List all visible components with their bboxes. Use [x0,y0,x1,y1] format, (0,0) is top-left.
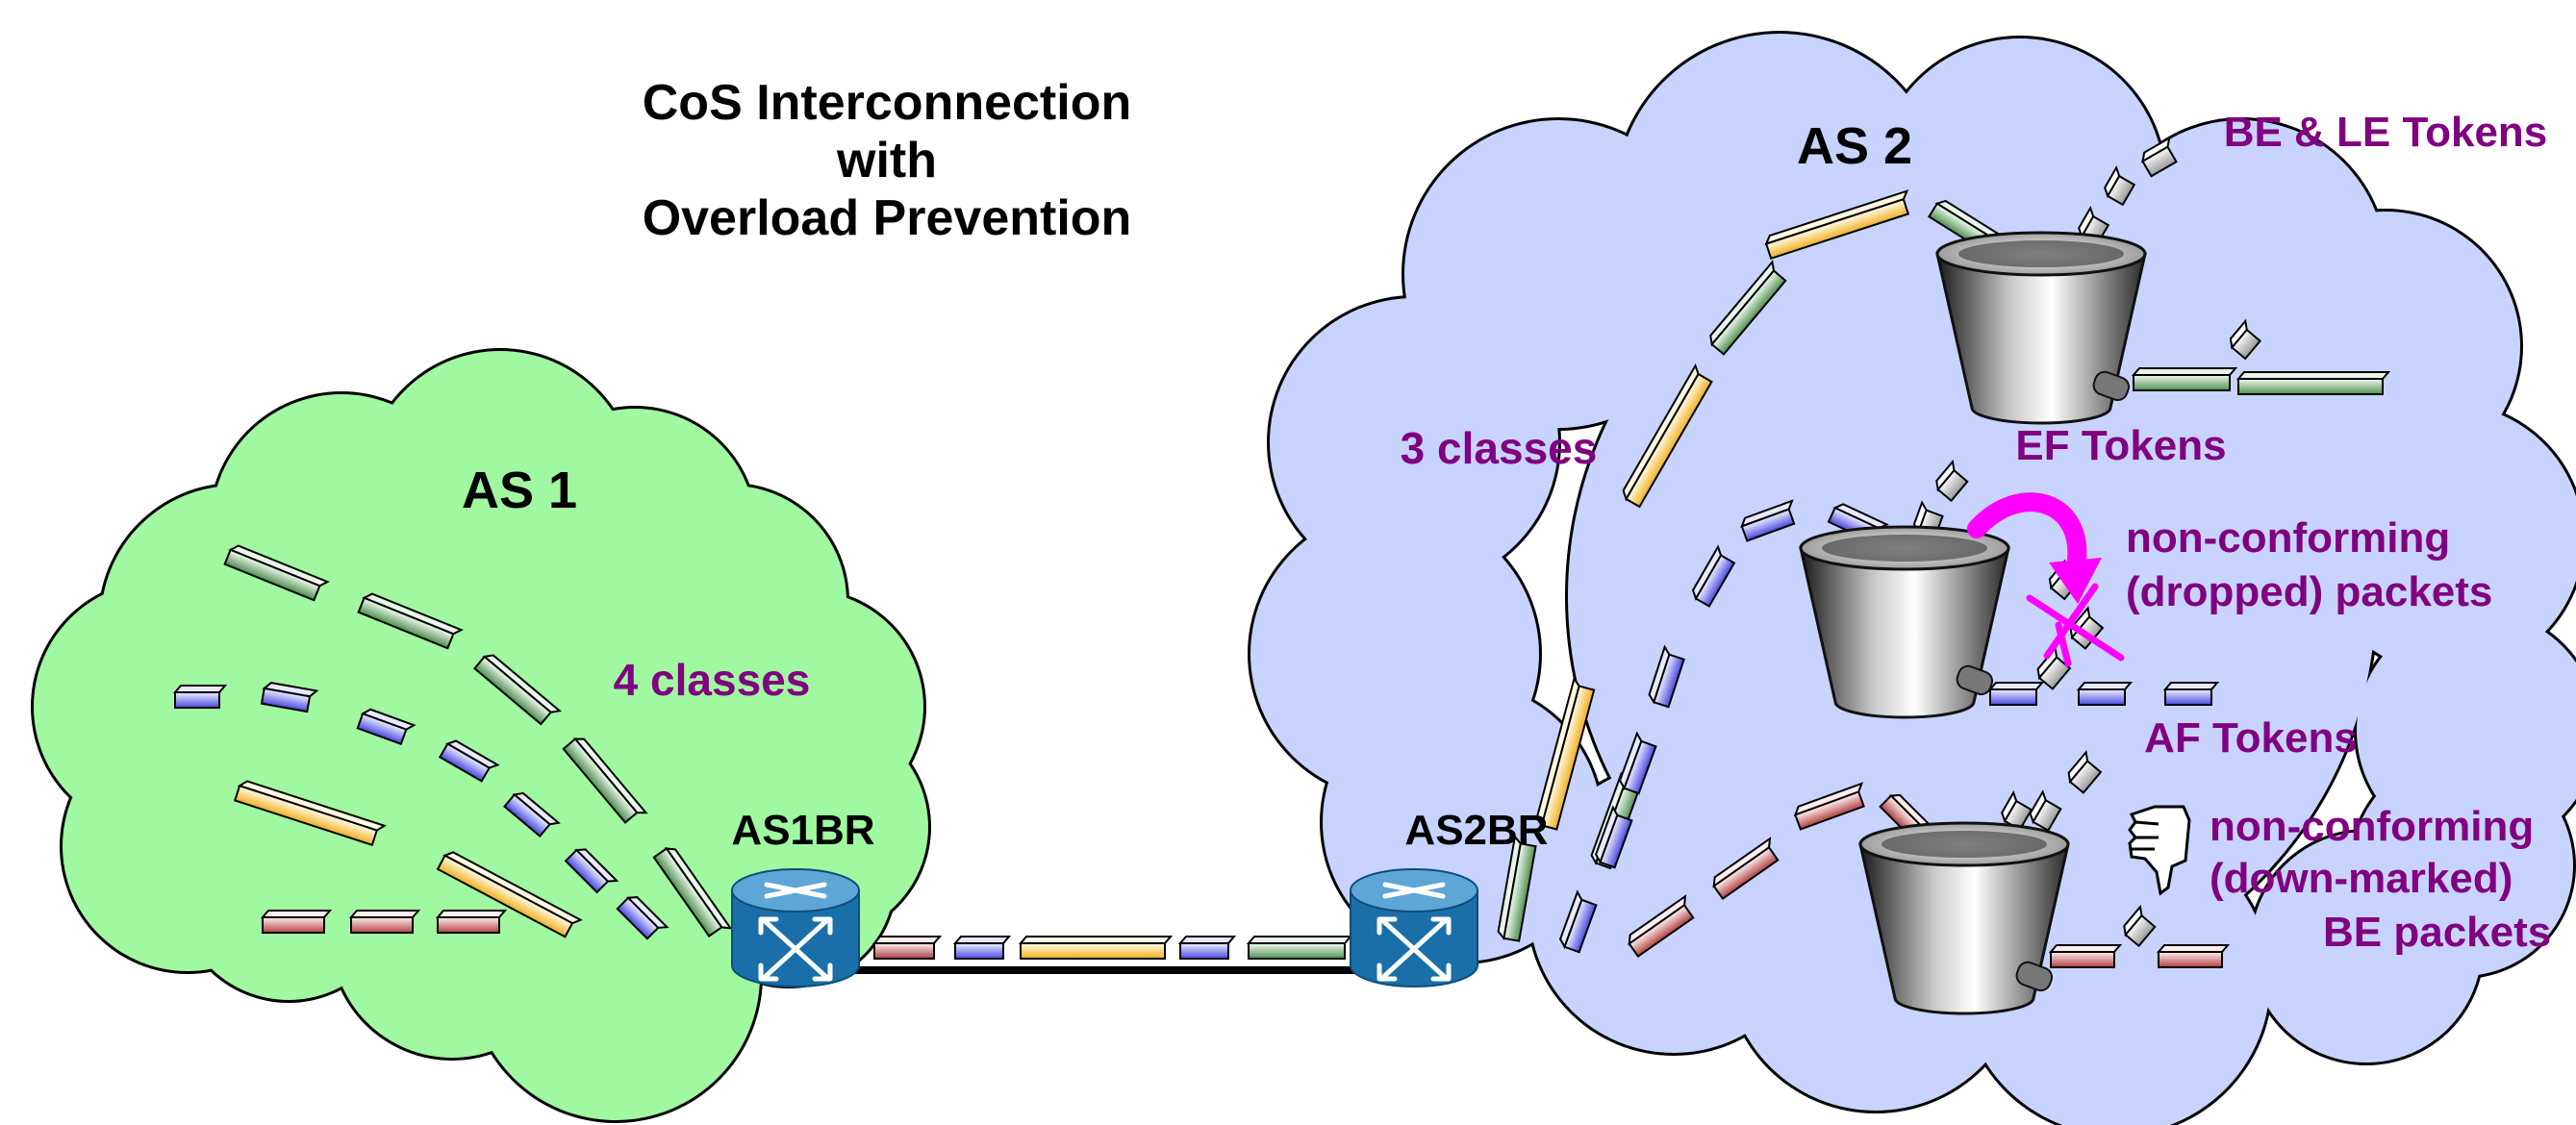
router-icon [732,869,859,987]
cross-icon [2026,583,2125,667]
packet [1018,936,1174,960]
packet [2131,367,2238,391]
packet [357,592,464,650]
dropped-label-line-2: (dropped) packets [2126,568,2492,615]
as1-cloud [31,348,931,1123]
packet [1497,834,1537,942]
packet [223,544,330,602]
downmarked-label-line-3: BE packets [2323,909,2551,956]
packet [2229,318,2262,361]
packet [1691,544,1736,608]
title-line-1: CoS Interconnection [643,75,1131,131]
as2-router-label: AS2BR [1404,807,1548,854]
packet [616,896,669,940]
packet [260,910,333,934]
packet [562,738,648,824]
downmarked-label-line-2: (down-marked) [2210,855,2513,902]
packet [503,791,561,838]
packet [172,685,228,709]
thumbs-down-icon [2128,805,2191,896]
token-bucket-icon [1935,231,2147,425]
as1-router-label: AS1BR [731,807,874,854]
bucket-middle-label: EF Tokens [2015,422,2226,469]
diagram-title: CoS Interconnection with Overload Preven… [643,75,1132,246]
packet [2235,371,2391,395]
packet [1740,499,1796,542]
bucket-bottom-label: AF Tokens [2144,714,2358,762]
as1-classes-label: 4 classes [614,655,811,705]
packet [1622,362,1713,509]
packet [2104,165,2136,207]
packet [435,910,508,934]
as2-name: AS 2 [1797,117,1912,175]
packet [1618,731,1657,795]
packet [1628,894,1695,959]
packet [260,682,319,713]
packet [952,936,1012,960]
packet [1594,805,1633,869]
bucket-top-label: BE & LE Tokens [2224,109,2548,156]
packet [2076,682,2134,706]
as1-name: AS 1 [462,462,577,519]
packet [2029,789,2062,833]
packet [1558,889,1598,954]
packet [1246,936,1353,960]
packet [1177,936,1237,960]
router-icon [1351,869,1477,987]
packet [2048,944,2123,968]
packet [2141,136,2178,178]
packet [1935,459,1969,503]
dropped-label-line-1: non-conforming [2126,514,2450,562]
token-bucket-icon [1799,525,2010,719]
as2-cloud [1248,31,2576,1125]
packet [564,848,619,894]
title-line-3: Overload Prevention [643,190,1132,246]
downmarked-label-line-1: non-conforming [2210,803,2534,850]
packet [871,936,943,960]
packet [472,654,563,726]
as2-classes-label: 3 classes [1401,423,1598,473]
title-line-2: with [836,133,937,188]
packet [2067,750,2103,794]
packet [233,780,388,847]
packet [2123,904,2157,948]
packet [1764,189,1910,261]
packet [1648,644,1685,709]
token-bucket-icon [1858,821,2070,1015]
packet [436,851,583,938]
packet [1535,676,1596,831]
packet [2162,682,2220,706]
packet [1709,260,1787,356]
packet [2156,944,2231,968]
packet [1987,682,2045,706]
packet [652,847,733,938]
packet [348,910,421,934]
packet [356,708,417,746]
packet [438,739,500,783]
curved-arrow-icon [1967,492,2102,604]
packet [1712,837,1780,901]
packet [1793,782,1865,831]
